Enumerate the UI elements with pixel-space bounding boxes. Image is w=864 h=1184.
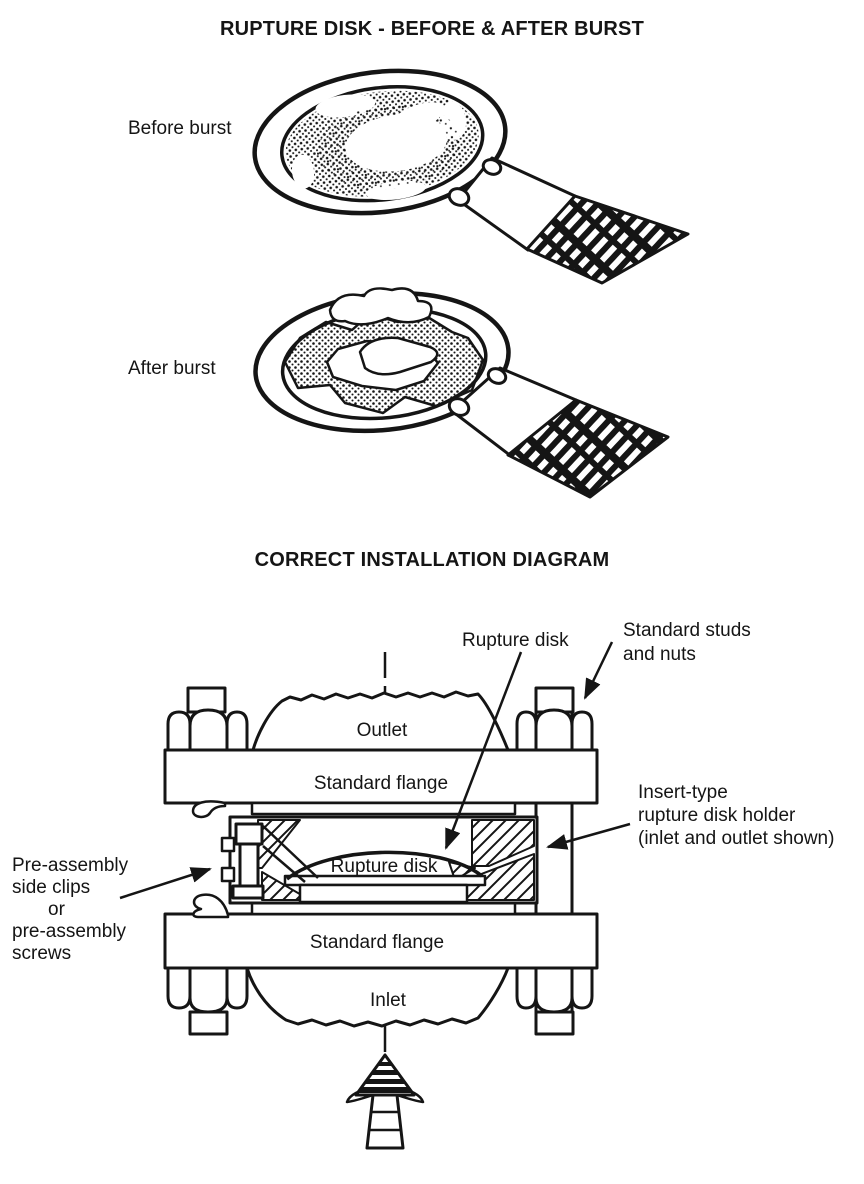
before-burst-disk — [252, 68, 690, 285]
after-burst-disk — [253, 287, 670, 499]
preassembly-leader-arrow — [119, 867, 212, 900]
disk-seat — [283, 874, 487, 887]
torn-flap-center — [358, 336, 439, 376]
bottom-flange — [163, 912, 599, 970]
pre-assembly-clip — [220, 822, 319, 900]
install-section-title: CORRECT INSTALLATION DIAGRAM — [254, 549, 610, 571]
left-stud-top — [166, 686, 249, 752]
preassembly-callout-line1: Pre-assembly — [12, 855, 129, 876]
outlet-label: Outlet — [357, 720, 408, 741]
rupture-disk-inline-label: Rupture disk — [331, 856, 438, 877]
top-flange — [163, 748, 599, 805]
outlet-pipe — [251, 690, 510, 752]
right-stud-bottom — [515, 966, 594, 1036]
top-flange-label: Standard flange — [314, 773, 448, 794]
left-stud-bottom — [166, 966, 249, 1036]
bottom-gasket — [250, 901, 517, 916]
rupture-disk-callout: Rupture disk — [462, 630, 569, 651]
installation-diagram: Outlet Standard flange Rupture disk Stan… — [12, 620, 834, 1150]
right-stud-top — [515, 686, 594, 752]
rupture-disk-dome — [285, 850, 484, 881]
studs-callout-line1: Standard studs — [623, 620, 751, 641]
holder-leader-arrow — [546, 822, 631, 850]
weld-drip-bottom — [192, 893, 230, 919]
weld-drip-top — [191, 800, 227, 819]
rupture-disk-leader-arrow — [444, 651, 523, 850]
studs-leader-arrow — [583, 641, 614, 700]
before-burst-label: Before burst — [128, 118, 232, 139]
studs-callout-line2: and nuts — [623, 644, 696, 665]
inlet-flow-arrow — [345, 1053, 425, 1150]
rupture-disk-holder — [220, 815, 539, 905]
inlet-label: Inlet — [370, 990, 407, 1011]
preassembly-callout-line3: or — [48, 899, 66, 920]
preassembly-callout-line5: screws — [12, 943, 71, 964]
inlet-pipe — [245, 966, 510, 1028]
before-disk-tag — [447, 156, 690, 285]
torn-flap-top — [328, 287, 433, 326]
holder-callout-line1: Insert-type — [638, 782, 728, 803]
bottom-flange-label: Standard flange — [310, 932, 444, 953]
preassembly-callout-line4: pre-assembly — [12, 921, 127, 942]
holder-callout-line3: (inlet and outlet shown) — [638, 828, 834, 849]
after-disk-tag — [447, 366, 670, 499]
top-gasket — [250, 801, 517, 816]
after-burst-label: After burst — [128, 358, 216, 379]
burst-section-title: RUPTURE DISK - BEFORE & AFTER BURST — [219, 18, 645, 40]
preassembly-callout-line2: side clips — [12, 877, 90, 898]
burst-illustrations: Before burst — [128, 68, 690, 499]
holder-callout-line2: rupture disk holder — [638, 805, 796, 826]
